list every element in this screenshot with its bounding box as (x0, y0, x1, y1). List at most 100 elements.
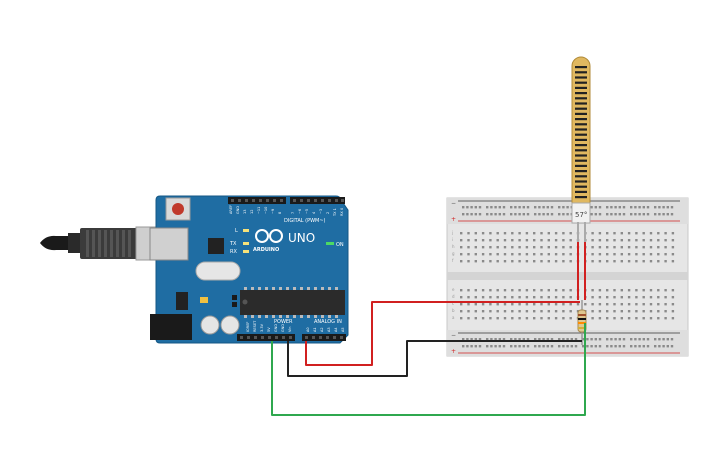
breadboard-hole[interactable] (533, 239, 536, 242)
breadboard-hole[interactable] (489, 253, 492, 256)
breadboard-hole[interactable] (554, 246, 558, 249)
breadboard-hole[interactable] (657, 246, 660, 249)
breadboard-hole[interactable] (657, 303, 660, 306)
breadboard-hole[interactable] (664, 289, 667, 292)
breadboard-hole[interactable] (670, 213, 674, 216)
breadboard-hole[interactable] (614, 345, 617, 348)
breadboard-hole[interactable] (526, 338, 530, 341)
breadboard-hole[interactable] (614, 213, 617, 216)
breadboard-hole[interactable] (474, 246, 477, 249)
breadboard-hole[interactable] (489, 232, 492, 235)
breadboard-hole[interactable] (562, 260, 565, 263)
breadboard-hole[interactable] (630, 206, 633, 209)
breadboard-hole[interactable] (591, 260, 594, 263)
breadboard-hole[interactable] (518, 338, 521, 341)
breadboard-hole[interactable] (474, 232, 477, 235)
breadboard-hole[interactable] (474, 260, 477, 263)
breadboard-hole[interactable] (569, 246, 572, 249)
breadboard-hole[interactable] (562, 310, 565, 313)
breadboard-hole[interactable] (538, 338, 541, 341)
breadboard-hole[interactable] (467, 310, 470, 313)
breadboard-hole[interactable] (511, 232, 514, 235)
breadboard-hole[interactable] (481, 310, 485, 313)
breadboard-hole[interactable] (547, 246, 550, 249)
breadboard-hole[interactable] (534, 206, 537, 209)
breadboard-hole[interactable] (574, 345, 578, 348)
breadboard-hole[interactable] (511, 317, 514, 320)
breadboard-hole[interactable] (635, 246, 638, 249)
breadboard-hole[interactable] (540, 303, 543, 306)
breadboard-hole[interactable] (613, 296, 616, 299)
breadboard-hole[interactable] (496, 246, 499, 249)
breadboard-hole[interactable] (540, 310, 543, 313)
breadboard-hole[interactable] (642, 206, 645, 209)
breadboard-hole[interactable] (642, 246, 645, 249)
breadboard-hole[interactable] (569, 310, 572, 313)
breadboard-hole[interactable] (569, 232, 572, 235)
breadboard-hole[interactable] (594, 338, 597, 341)
breadboard-hole[interactable] (547, 232, 550, 235)
breadboard-hole[interactable] (606, 345, 609, 348)
breadboard-hole[interactable] (606, 232, 609, 235)
breadboard-hole[interactable] (467, 303, 470, 306)
breadboard-hole[interactable] (569, 317, 572, 320)
breadboard-hole[interactable] (466, 345, 469, 348)
breadboard-hole[interactable] (569, 239, 572, 242)
breadboard-hole[interactable] (618, 206, 621, 209)
breadboard-hole[interactable] (598, 213, 602, 216)
breadboard-hole[interactable] (466, 213, 469, 216)
breadboard-hole[interactable] (642, 239, 645, 242)
breadboard-hole[interactable] (481, 246, 485, 249)
breadboard-hole[interactable] (547, 253, 550, 256)
breadboard-hole[interactable] (540, 246, 543, 249)
breadboard-hole[interactable] (598, 239, 602, 242)
breadboard-hole[interactable] (496, 289, 499, 292)
breadboard-hole[interactable] (533, 232, 536, 235)
breadboard-hole[interactable] (586, 338, 589, 341)
breadboard-hole[interactable] (496, 239, 499, 242)
breadboard-hole[interactable] (614, 338, 617, 341)
breadboard-hole[interactable] (642, 303, 645, 306)
breadboard-hole[interactable] (502, 213, 506, 216)
breadboard-hole[interactable] (562, 345, 565, 348)
breadboard-hole[interactable] (554, 296, 558, 299)
breadboard-hole[interactable] (460, 239, 463, 242)
breadboard-hole[interactable] (518, 317, 521, 320)
breadboard-hole[interactable] (606, 260, 609, 263)
breadboard-hole[interactable] (540, 253, 543, 256)
breadboard-hole[interactable] (503, 303, 507, 306)
breadboard-hole[interactable] (533, 310, 536, 313)
breadboard-hole[interactable] (558, 213, 561, 216)
breadboard-hole[interactable] (486, 345, 489, 348)
breadboard-hole[interactable] (538, 213, 541, 216)
breadboard-hole[interactable] (635, 296, 638, 299)
breadboard-hole[interactable] (550, 338, 554, 341)
breadboard-hole[interactable] (481, 239, 485, 242)
breadboard-hole[interactable] (635, 317, 638, 320)
breadboard-hole[interactable] (562, 296, 565, 299)
breadboard-hole[interactable] (620, 232, 623, 235)
breadboard-hole[interactable] (562, 246, 565, 249)
breadboard-hole[interactable] (666, 206, 669, 209)
breadboard-hole[interactable] (586, 345, 589, 348)
breadboard-hole[interactable] (511, 310, 514, 313)
breadboard-hole[interactable] (569, 296, 572, 299)
breadboard-hole[interactable] (671, 239, 675, 242)
breadboard-hole[interactable] (627, 310, 631, 313)
breadboard-hole[interactable] (518, 213, 521, 216)
breadboard-hole[interactable] (620, 246, 623, 249)
breadboard-hole[interactable] (658, 345, 661, 348)
breadboard-hole[interactable] (467, 253, 470, 256)
breadboard-hole[interactable] (518, 289, 521, 292)
breadboard-hole[interactable] (510, 206, 513, 209)
breadboard-hole[interactable] (613, 232, 616, 235)
breadboard-hole[interactable] (646, 345, 650, 348)
breadboard-hole[interactable] (642, 338, 645, 341)
breadboard-hole[interactable] (525, 239, 529, 242)
breadboard-hole[interactable] (554, 310, 558, 313)
breadboard-hole[interactable] (654, 206, 657, 209)
breadboard-hole[interactable] (518, 345, 521, 348)
breadboard-hole[interactable] (627, 317, 631, 320)
breadboard-hole[interactable] (671, 303, 675, 306)
breadboard-hole[interactable] (467, 246, 470, 249)
